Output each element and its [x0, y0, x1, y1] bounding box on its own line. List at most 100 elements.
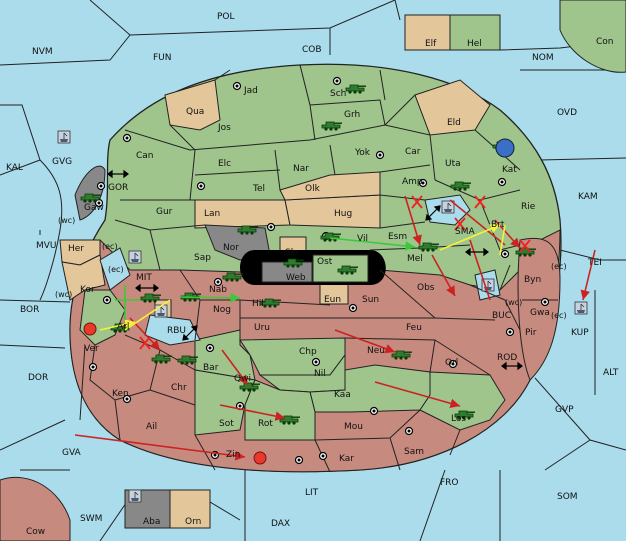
land-nar: Nar: [293, 164, 309, 174]
sea-cob: COB: [302, 45, 322, 55]
region-orn[interactable]: [169, 489, 211, 529]
fleet-unit: [574, 301, 588, 315]
blue-unit-marker: [495, 138, 515, 158]
land-lan: Lan: [204, 209, 220, 219]
land-gwa: Gwa: [530, 308, 550, 318]
region-qua[interactable]: [164, 79, 221, 131]
inner-water-mit: [99, 247, 131, 291]
land-gvg: GVG: [52, 157, 72, 167]
dislodged-markers: [83, 322, 267, 465]
sea-dax: DAX: [271, 519, 290, 529]
sea-dor: DOR: [28, 373, 48, 383]
land-qwi: Qwi: [234, 374, 251, 384]
land-orn: Orn: [185, 517, 201, 527]
region-eld[interactable]: [414, 79, 491, 136]
sea-pol: POL: [217, 12, 235, 22]
sea-lit: LIT: [305, 488, 319, 498]
channel-arrows: [107, 169, 523, 371]
coast-her-wc: (wc): [58, 216, 75, 225]
land-pir: Pir: [525, 328, 537, 338]
cancel-marks: [139, 195, 531, 350]
sea-nom: NOM: [532, 53, 554, 63]
sea-mit: MIT: [136, 273, 152, 283]
sea-som: SOM: [557, 492, 578, 502]
land-amp: Amp: [402, 177, 423, 187]
land-bar: Bar: [203, 363, 219, 373]
land-vil: Vil: [357, 234, 368, 244]
land-hel: Hel: [467, 39, 482, 49]
region-cow[interactable]: [0, 476, 71, 541]
land-olk: Olk: [305, 184, 321, 194]
sea-buc: BUC: [492, 311, 511, 321]
coast-gwa-wc: (wc): [505, 298, 522, 307]
region-rot[interactable]: [244, 379, 316, 441]
region-gaw[interactable]: [74, 165, 106, 221]
land-kaa: Kaa: [334, 390, 351, 400]
land-rie: Rie: [521, 202, 536, 212]
sea-gor: GOR: [108, 183, 128, 193]
internal-borders: [114, 64, 541, 291]
land-mel: Mel: [407, 254, 423, 264]
sea-gvp: GVP: [555, 405, 574, 415]
land-kor: Kor: [80, 285, 95, 295]
land-kar: Kar: [339, 454, 354, 464]
land-feu: Feu: [406, 323, 422, 333]
region-con[interactable]: [559, 0, 626, 73]
land-cow: Cow: [26, 527, 45, 537]
land-ail: Ail: [146, 422, 157, 432]
land-byn: Byn: [524, 275, 541, 285]
land-arl: Arl: [117, 322, 129, 332]
coast-gwa-ec: (ec): [551, 311, 567, 320]
land-eun: Eun: [324, 295, 341, 305]
sea-mvu: MVU: [36, 241, 57, 251]
region-hel[interactable]: [449, 14, 501, 51]
sea-ovd: OVD: [557, 108, 577, 118]
land-tel: Tel: [252, 184, 265, 194]
land-esm: Esm: [388, 232, 407, 242]
land-uta: Uta: [445, 159, 461, 169]
region-olk[interactable]: [279, 171, 381, 201]
land-sot: Sot: [219, 419, 234, 429]
land-kup: KUP: [571, 328, 589, 338]
land-skr: Skr: [285, 248, 300, 258]
land-eld: Eld: [447, 118, 461, 128]
fleet-unit: [128, 489, 142, 503]
land-aba: Aba: [143, 517, 160, 527]
sea-kam: KAM: [578, 192, 598, 202]
land-orl: Orl: [445, 358, 458, 368]
sea-fro: FRO: [440, 478, 459, 488]
land-con: Con: [596, 37, 614, 47]
land-car: Car: [405, 147, 421, 157]
coast-kor-ec: (ec): [108, 265, 124, 274]
region-kor[interactable]: [61, 254, 106, 301]
sea-bor: BOR: [20, 305, 39, 315]
region-hug[interactable]: [284, 194, 381, 229]
land-ver: Ver: [84, 344, 99, 354]
region-ost[interactable]: [312, 254, 369, 283]
sea-nvm: NVM: [32, 47, 53, 57]
land-obs: Obs: [417, 283, 435, 293]
land-hil: Hil: [252, 299, 264, 309]
sea-tei: TEI: [587, 258, 602, 268]
sea-kal: KAL: [6, 163, 23, 173]
land-gaw: Gaw: [84, 203, 104, 213]
land-can: Can: [136, 151, 154, 161]
land-zin: Zin: [226, 450, 240, 460]
support-orders: [99, 224, 506, 331]
land-ken: Ken: [112, 389, 129, 399]
land-web: Web: [286, 273, 306, 283]
land-brt: Brt: [491, 220, 505, 230]
coast-byn-ec: (ec): [551, 262, 567, 271]
land-qua: Qua: [186, 107, 204, 117]
land-chr: Chr: [171, 383, 187, 393]
supply-centers: [88, 76, 550, 465]
land-jad: Jad: [243, 86, 258, 96]
land-sap: Sap: [194, 253, 211, 263]
region-gwa-pir[interactable]: [517, 237, 561, 381]
land-grh: Grh: [344, 110, 360, 120]
land-labels: Con Cow Elf Hel Jad Sch Qua Jos Grh Eld …: [26, 37, 614, 537]
land-elc: Elc: [218, 159, 231, 169]
